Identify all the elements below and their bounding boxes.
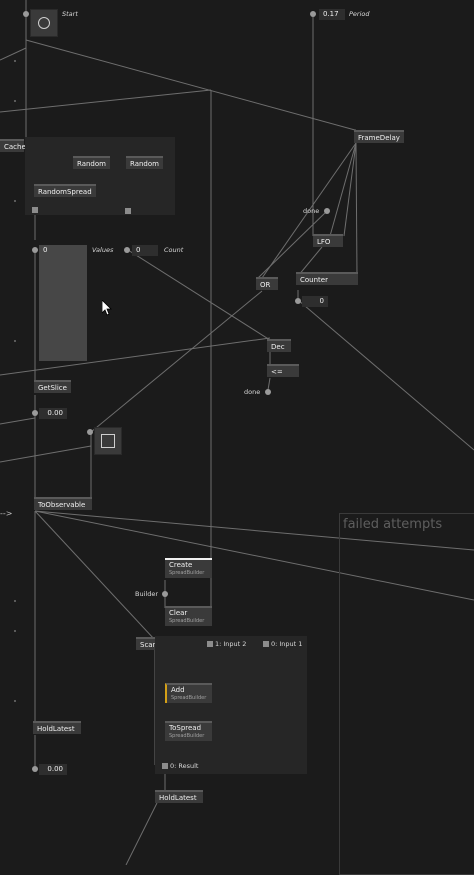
wire <box>329 142 357 237</box>
scan-region <box>155 636 307 774</box>
input2-label: 1: Input 2 <box>215 640 247 648</box>
or-node[interactable]: OR <box>256 277 278 290</box>
hold-latest-node-2[interactable]: HoldLatest <box>155 790 203 803</box>
clear-label: Clear <box>169 609 188 617</box>
cache-out-pin-2[interactable] <box>125 208 131 214</box>
wire <box>297 299 474 451</box>
circle-icon <box>38 17 50 29</box>
add-node[interactable]: Add SpreadBuilder <box>165 683 212 703</box>
values-first-entry: 0 <box>43 246 48 254</box>
cache-region <box>25 137 175 215</box>
count-pin[interactable] <box>124 247 130 253</box>
hold-out-pin[interactable] <box>32 766 38 772</box>
add-label: Add <box>171 686 185 694</box>
period-label: Period <box>349 10 370 18</box>
create-sub: SpreadBuilder <box>169 570 205 576</box>
create-label: Create <box>169 561 193 569</box>
grid-dot <box>14 600 16 602</box>
wire <box>0 445 92 463</box>
wire <box>90 290 263 433</box>
add-sub: SpreadBuilder <box>171 695 207 701</box>
input1-pin[interactable] <box>263 641 269 647</box>
slice-out-pin[interactable] <box>32 410 38 416</box>
counter-value[interactable]: 0 <box>302 296 328 307</box>
count-input[interactable]: 0 <box>132 245 158 256</box>
values-label: Values <box>92 246 114 254</box>
wire <box>0 47 27 61</box>
random-node-1[interactable]: Random <box>73 156 110 169</box>
wire <box>127 249 271 341</box>
count-label: Count <box>164 246 184 254</box>
done-label-2: done <box>244 388 261 396</box>
builder-label: Builder <box>135 590 158 598</box>
wire <box>34 510 156 641</box>
slice-value[interactable]: 0.00 <box>39 408 67 419</box>
period-input[interactable]: 0.17 <box>319 9 345 20</box>
start-label: Start <box>62 10 78 18</box>
to-spread-sub: SpreadBuilder <box>169 733 205 739</box>
grid-dot <box>14 340 16 342</box>
wire <box>125 802 158 865</box>
input1-label: 0: Input 1 <box>271 640 303 648</box>
input2-pin[interactable] <box>207 641 213 647</box>
clear-node[interactable]: Clear SpreadBuilder <box>165 606 212 626</box>
to-spread-node[interactable]: ToSpread SpreadBuilder <box>165 721 212 741</box>
counter-out-pin[interactable] <box>295 298 301 304</box>
period-pin[interactable] <box>310 11 316 17</box>
counter-node[interactable]: Counter <box>296 272 358 285</box>
get-slice-node[interactable]: GetSlice <box>34 380 71 393</box>
wire <box>355 142 358 277</box>
cache-node[interactable]: Cache <box>0 139 26 152</box>
wire <box>343 142 357 237</box>
mouse-cursor-icon <box>102 300 112 316</box>
group-title: failed attempts <box>343 517 443 532</box>
clear-sub: SpreadBuilder <box>169 618 205 624</box>
grid-dot <box>14 630 16 632</box>
grid-dot <box>14 100 16 102</box>
random-node-2[interactable]: Random <box>126 156 163 169</box>
builder-pin[interactable] <box>162 591 168 597</box>
result-label: 0: Result <box>170 762 199 770</box>
wire <box>0 417 36 425</box>
values-pin[interactable] <box>32 247 38 253</box>
cache-out-pin[interactable] <box>32 207 38 213</box>
failed-attempts-group <box>339 513 474 875</box>
grid-dot <box>14 700 16 702</box>
done-pin-1[interactable] <box>324 208 330 214</box>
start-pin[interactable] <box>23 11 29 17</box>
hold-latest-node-1[interactable]: HoldLatest <box>33 721 81 734</box>
toggle-pin[interactable] <box>87 429 93 435</box>
less-equal-node[interactable]: <= <box>267 364 299 377</box>
lfo-node[interactable]: LFO <box>313 234 343 247</box>
wire <box>25 39 356 131</box>
square-icon <box>101 434 115 448</box>
toggle-button[interactable] <box>94 427 122 455</box>
start-bang-button[interactable] <box>30 9 58 37</box>
dec-node[interactable]: Dec <box>267 339 291 352</box>
grid-dot <box>14 60 16 62</box>
done-label-1: done <box>303 207 320 215</box>
result-pin[interactable] <box>162 763 168 769</box>
incoming-arrow: --> <box>0 509 13 518</box>
values-spread-editor[interactable]: 0 <box>39 245 87 361</box>
random-spread-node[interactable]: RandomSpread <box>34 184 96 197</box>
to-spread-label: ToSpread <box>169 724 202 732</box>
hold-value[interactable]: 0.00 <box>39 764 67 775</box>
wire <box>0 89 212 113</box>
scan-node[interactable]: Scan <box>136 637 157 650</box>
frame-delay-node[interactable]: FrameDelay <box>354 130 404 143</box>
create-node[interactable]: Create SpreadBuilder <box>165 558 212 578</box>
to-observable-node[interactable]: ToObservable <box>34 497 92 510</box>
grid-dot <box>14 200 16 202</box>
done-pin-2[interactable] <box>265 389 271 395</box>
